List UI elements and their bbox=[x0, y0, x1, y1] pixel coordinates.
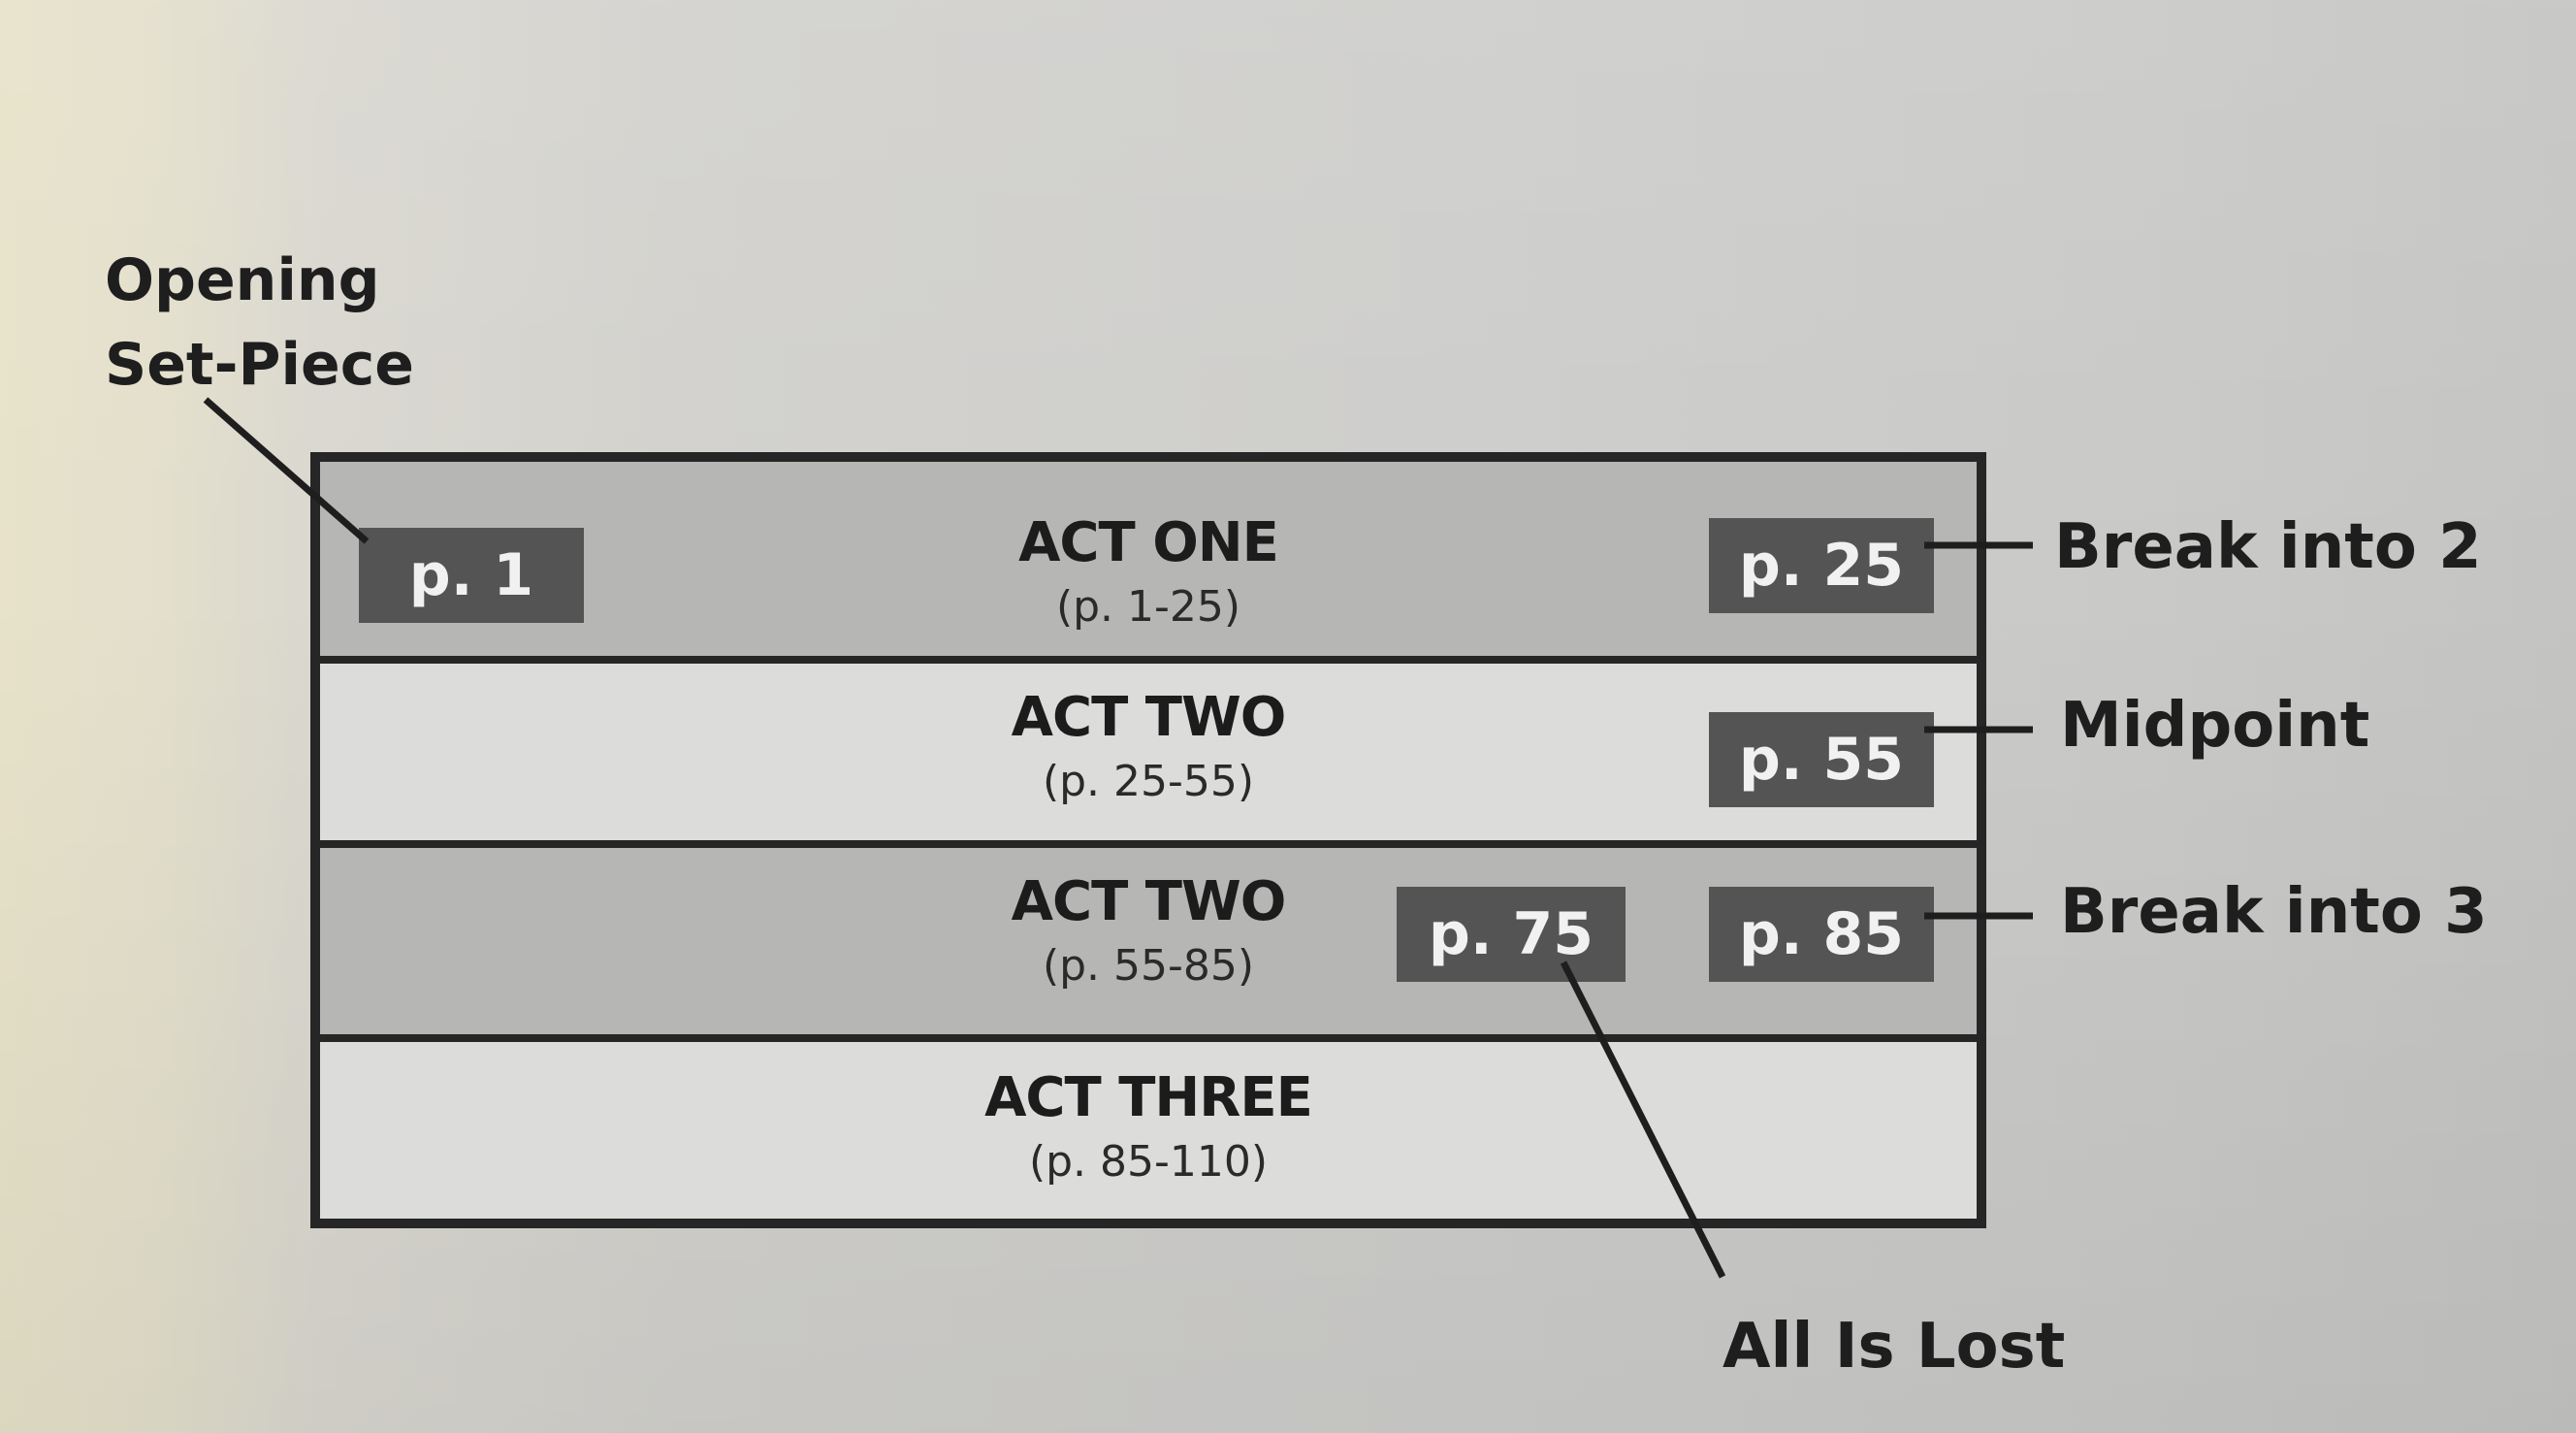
page-tag-p85: p. 85 bbox=[1709, 887, 1934, 982]
page-tag-p25: p. 25 bbox=[1709, 518, 1934, 613]
act-three-title: ACT THREE bbox=[984, 1066, 1313, 1129]
opening-label-line1: Opening bbox=[105, 246, 380, 314]
act-two-a-range: (p. 25-55) bbox=[1042, 757, 1255, 806]
row-divider bbox=[320, 840, 1977, 848]
page-tag-p75: p. 75 bbox=[1397, 887, 1626, 982]
act-two-b-range: (p. 55-85) bbox=[1042, 941, 1255, 991]
break-into-3-label: Break into 3 bbox=[2060, 876, 2488, 948]
act-three-row: ACT THREE (p. 85-110) bbox=[320, 1042, 1977, 1219]
act-two-b-title: ACT TWO bbox=[1011, 870, 1287, 933]
act-one-label: ACT ONE (p. 1-25) bbox=[320, 516, 1977, 629]
act-three-label: ACT THREE (p. 85-110) bbox=[320, 1071, 1977, 1184]
act-three-range: (p. 85-110) bbox=[1028, 1137, 1269, 1187]
row-divider bbox=[320, 656, 1977, 664]
act-one-range: (p. 1-25) bbox=[1055, 582, 1241, 632]
structure-diagram: ACT ONE (p. 1-25) p. 1 p. 25 ACT TWO (p.… bbox=[310, 452, 1986, 1228]
page-tag-p1: p. 1 bbox=[359, 528, 584, 623]
act-two-b-label: ACT TWO (p. 55-85) bbox=[320, 875, 1977, 988]
act-two-b-row: ACT TWO (p. 55-85) p. 75 p. 85 bbox=[320, 848, 1977, 1034]
break-into-2-label: Break into 2 bbox=[2054, 511, 2482, 583]
all-is-lost-label: All Is Lost bbox=[1723, 1311, 2066, 1383]
opening-label-line2: Set-Piece bbox=[105, 331, 414, 399]
act-two-a-title: ACT TWO bbox=[1011, 686, 1287, 749]
page-tag-p55: p. 55 bbox=[1709, 712, 1934, 807]
act-one-row: ACT ONE (p. 1-25) p. 1 p. 25 bbox=[320, 462, 1977, 656]
act-two-a-row: ACT TWO (p. 25-55) p. 55 bbox=[320, 664, 1977, 840]
act-one-title: ACT ONE bbox=[1018, 511, 1279, 574]
opening-set-piece-label: Opening Set-Piece bbox=[105, 239, 414, 407]
midpoint-label: Midpoint bbox=[2060, 690, 2370, 762]
act-two-a-label: ACT TWO (p. 25-55) bbox=[320, 691, 1977, 803]
row-divider bbox=[320, 1034, 1977, 1042]
